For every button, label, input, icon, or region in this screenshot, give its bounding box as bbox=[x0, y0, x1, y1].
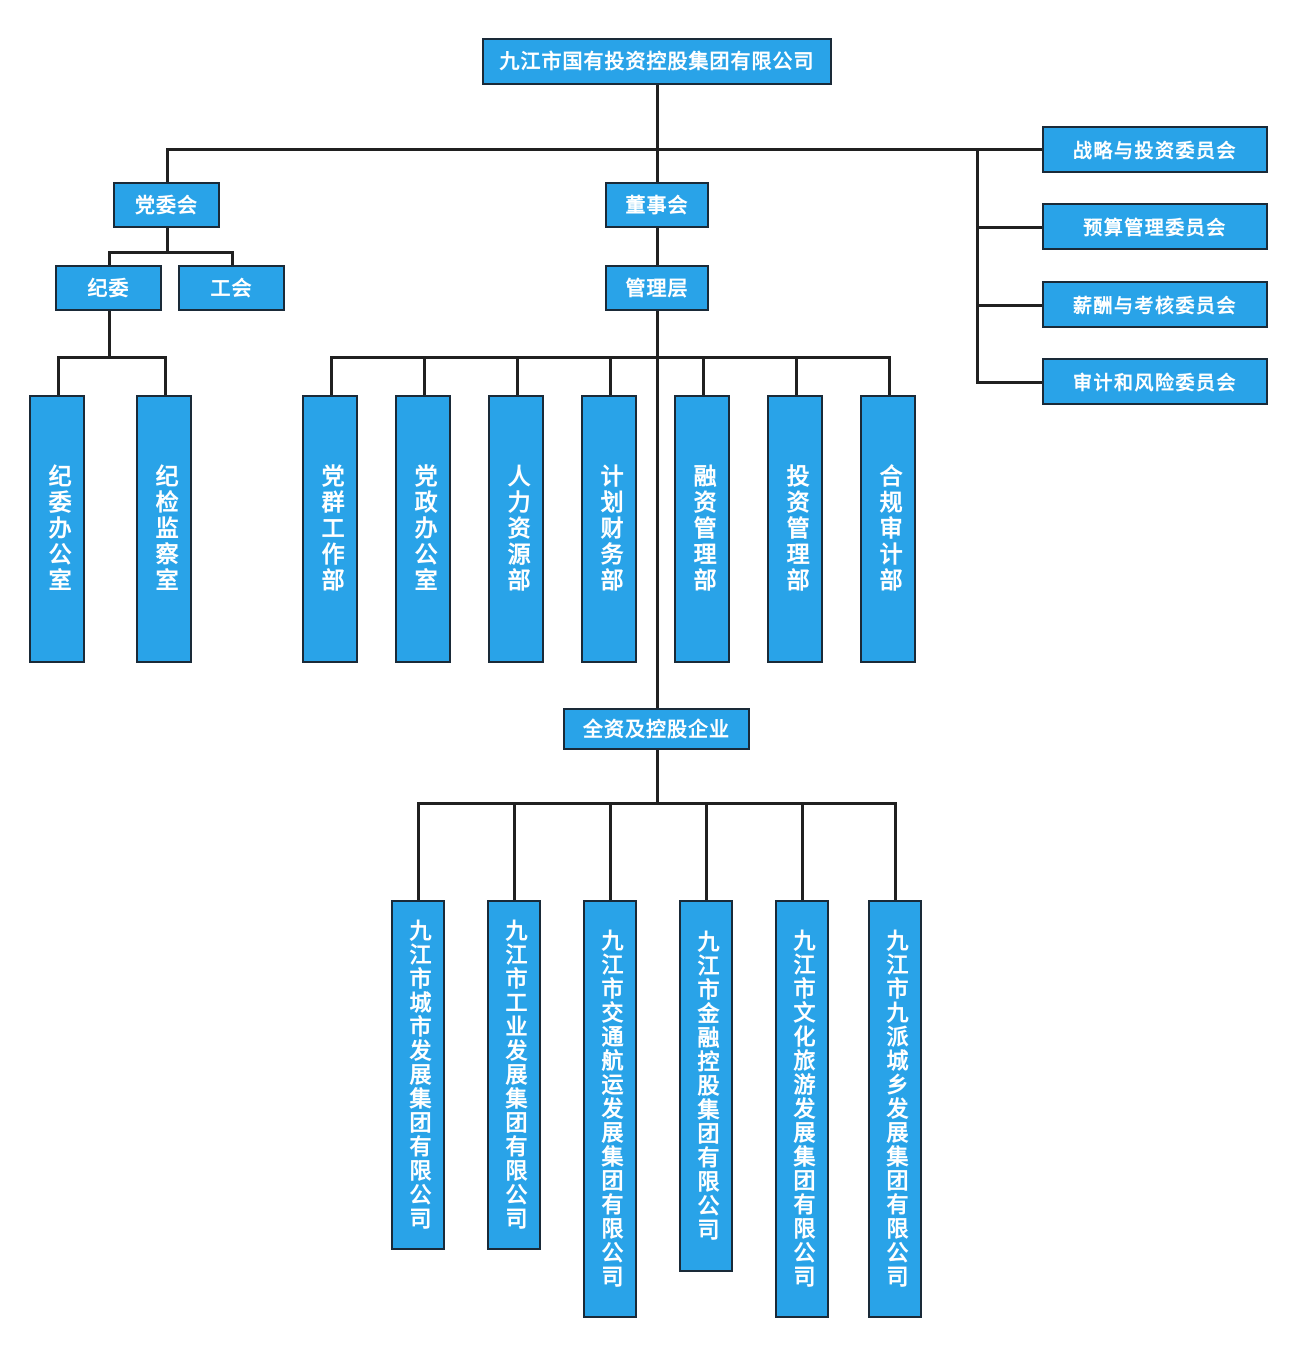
node-subsidiary-industrial-development[interactable]: 九江市工业发展集团有限公司 bbox=[487, 900, 541, 1250]
connector-committee-1 bbox=[976, 148, 1042, 151]
connector-drop-party bbox=[166, 148, 169, 184]
connector-committee-2 bbox=[976, 226, 1042, 229]
node-committee-strategy-investment[interactable]: 战略与投资委员会 bbox=[1042, 126, 1268, 173]
node-subsidiary-financial-holding[interactable]: 九江市金融控股集团有限公司 bbox=[679, 900, 733, 1272]
connector-drop-sub-4 bbox=[705, 802, 708, 902]
connector-subsidiary-bus bbox=[417, 802, 897, 805]
node-discipline-inspection-office[interactable]: 纪检监察室 bbox=[136, 395, 192, 663]
connector-drop-sub-1 bbox=[417, 802, 420, 902]
connector-root-stem bbox=[656, 85, 659, 150]
node-discipline-office[interactable]: 纪委办公室 bbox=[29, 395, 85, 663]
connector-drop-jwbgs bbox=[57, 356, 60, 396]
node-department-party-mass-work[interactable]: 党群工作部 bbox=[302, 395, 358, 663]
connector-drop-sub-3 bbox=[609, 802, 612, 902]
connector-drop-dept-3 bbox=[516, 356, 519, 396]
connector-drop-sub-2 bbox=[513, 802, 516, 902]
connector-committee-4 bbox=[976, 381, 1042, 384]
connector-party-bus bbox=[108, 251, 234, 254]
connector-drop-union bbox=[231, 251, 234, 267]
node-subsidiary-jiupai-urban-rural[interactable]: 九江市九派城乡发展集团有限公司 bbox=[868, 900, 922, 1318]
connector-committee-trunk bbox=[976, 148, 979, 383]
connector-drop-board bbox=[656, 148, 659, 184]
node-department-party-admin-office[interactable]: 党政办公室 bbox=[395, 395, 451, 663]
node-party-committee[interactable]: 党委会 bbox=[113, 182, 220, 228]
connector-discipline-bus bbox=[57, 356, 167, 359]
node-department-financing-management[interactable]: 融资管理部 bbox=[674, 395, 730, 663]
node-subsidiary-transport-shipping[interactable]: 九江市交通航运发展集团有限公司 bbox=[583, 900, 637, 1318]
connector-drop-dept-7 bbox=[888, 356, 891, 396]
node-board-of-directors[interactable]: 董事会 bbox=[605, 182, 709, 228]
connector-subs-stem bbox=[656, 746, 659, 804]
connector-drop-sub-6 bbox=[894, 802, 897, 902]
node-subsidiary-culture-tourism[interactable]: 九江市文化旅游发展集团有限公司 bbox=[775, 900, 829, 1318]
connector-committee-3 bbox=[976, 304, 1042, 307]
node-committee-budget-management[interactable]: 预算管理委员会 bbox=[1042, 203, 1268, 250]
connector-drop-dept-6 bbox=[795, 356, 798, 396]
connector-party-stem bbox=[166, 227, 169, 253]
node-labor-union[interactable]: 工会 bbox=[178, 265, 285, 311]
connector-drop-dept-2 bbox=[423, 356, 426, 396]
connector-drop-dept-4 bbox=[609, 356, 612, 396]
connector-drop-dept-1 bbox=[330, 356, 333, 396]
node-root[interactable]: 九江市国有投资控股集团有限公司 bbox=[482, 38, 832, 85]
node-subsidiary-urban-development[interactable]: 九江市城市发展集团有限公司 bbox=[391, 900, 445, 1250]
connector-drop-sub-5 bbox=[801, 802, 804, 902]
connector-board-to-management bbox=[656, 227, 659, 267]
node-department-human-resources[interactable]: 人力资源部 bbox=[488, 395, 544, 663]
connector-drop-dept-5 bbox=[702, 356, 705, 396]
node-department-investment-management[interactable]: 投资管理部 bbox=[767, 395, 823, 663]
node-committee-audit-risk[interactable]: 审计和风险委员会 bbox=[1042, 358, 1268, 405]
node-department-compliance-audit[interactable]: 合规审计部 bbox=[860, 395, 916, 663]
node-committee-compensation-assessment[interactable]: 薪酬与考核委员会 bbox=[1042, 281, 1268, 328]
connector-drop-jjjcs bbox=[164, 356, 167, 396]
connector-management-trunk bbox=[656, 310, 659, 720]
node-subsidiaries-header[interactable]: 全资及控股企业 bbox=[563, 708, 750, 750]
node-management[interactable]: 管理层 bbox=[605, 265, 709, 311]
node-discipline-committee[interactable]: 纪委 bbox=[55, 265, 162, 311]
connector-drop-discipline bbox=[108, 251, 111, 267]
connector-level2-bus bbox=[166, 148, 978, 151]
connector-discipline-stem bbox=[108, 310, 111, 358]
node-department-planning-finance[interactable]: 计划财务部 bbox=[581, 395, 637, 663]
